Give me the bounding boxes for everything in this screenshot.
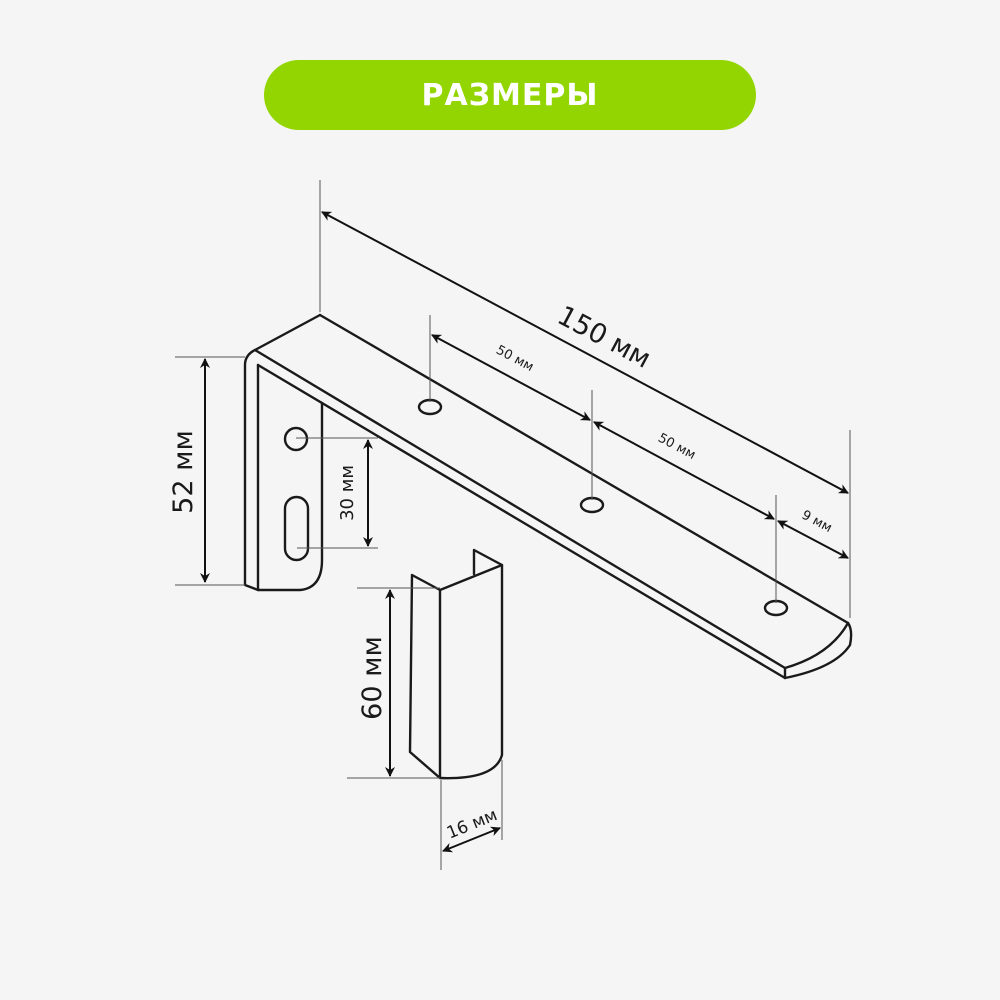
- shelf-hole-2: [579, 496, 605, 514]
- dimension-lines: [175, 180, 851, 870]
- label-hole-spacing-1: 50 мм: [493, 343, 536, 375]
- label-slot-spacing: 30 мм: [337, 465, 358, 521]
- label-end-offset: 9 мм: [799, 508, 834, 536]
- clip-cover: [408, 548, 504, 780]
- label-clip-width: 16 мм: [444, 805, 500, 843]
- mount-slot: [283, 495, 310, 562]
- label-clip-height: 60 мм: [357, 636, 388, 720]
- bracket: [243, 313, 853, 680]
- shelf-hole-1: [417, 398, 443, 416]
- label-height: 52 мм: [168, 430, 199, 514]
- mount-hole: [283, 426, 309, 452]
- header-title: РАЗМЕРЫ: [421, 77, 599, 113]
- header-banner: РАЗМЕРЫ: [264, 60, 756, 130]
- shelf-hole-3: [763, 599, 789, 617]
